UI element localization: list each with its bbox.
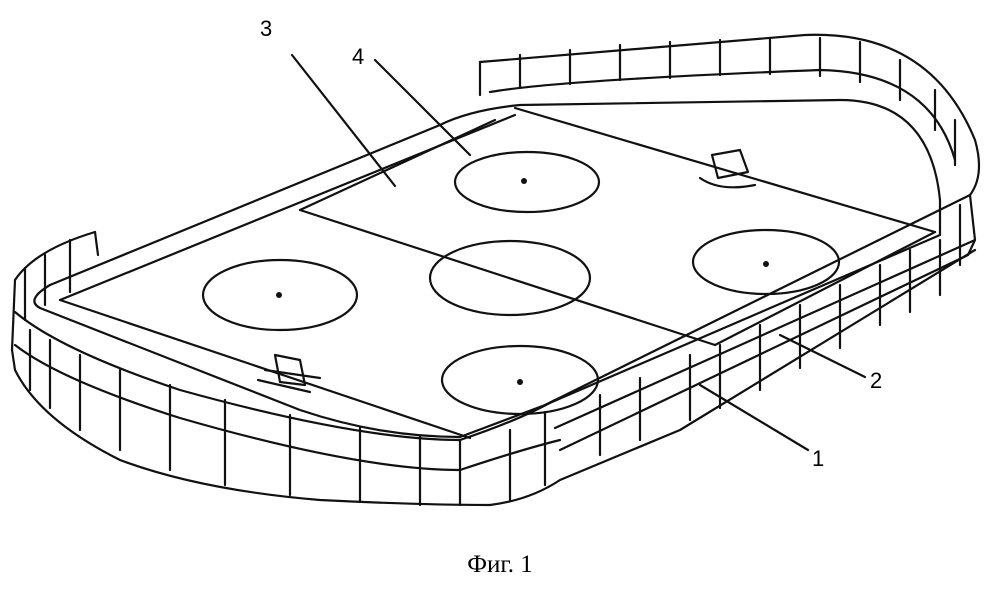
label-3: 3 bbox=[260, 18, 272, 40]
goal-far bbox=[700, 150, 755, 187]
faceoff-dot-top bbox=[521, 178, 527, 184]
zone-line-right bbox=[715, 232, 935, 345]
board-front-bottom bbox=[15, 250, 975, 505]
board-back-straight bbox=[480, 62, 955, 160]
goal-line-far bbox=[515, 108, 935, 232]
leader-line-4 bbox=[375, 60, 470, 155]
faceoff-dot-left bbox=[276, 292, 282, 298]
faceoff-dot-bottom bbox=[517, 379, 523, 385]
goal-near bbox=[258, 355, 320, 392]
label-2: 2 bbox=[870, 370, 882, 392]
faceoff-dot-right bbox=[763, 261, 769, 267]
leader-line-1 bbox=[700, 385, 808, 450]
leader-line-3 bbox=[292, 55, 395, 186]
leader-line-2 bbox=[780, 335, 865, 377]
board-right-band bbox=[555, 195, 975, 450]
faceoff-circle-top bbox=[455, 152, 599, 212]
figure-caption: Фиг. 1 bbox=[0, 551, 1000, 579]
board-front-mid bbox=[15, 345, 560, 470]
zone-line-upper bbox=[300, 210, 715, 345]
label-4: 4 bbox=[352, 46, 364, 68]
label-1: 1 bbox=[812, 448, 824, 470]
